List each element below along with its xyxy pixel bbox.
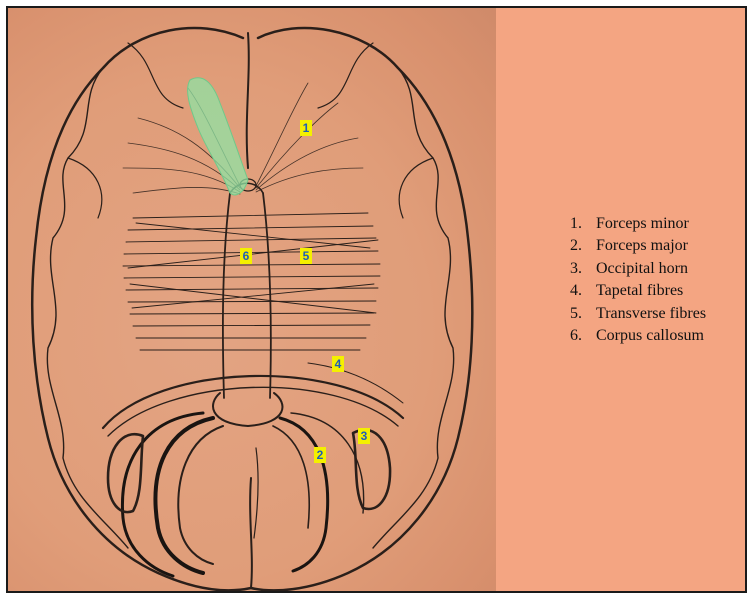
brain-outline (32, 28, 472, 590)
legend-item-5: 5.Transverse fibres (570, 303, 706, 325)
gyri-right (373, 68, 454, 548)
legend-item-6: 6.Corpus callosum (570, 325, 706, 347)
figure-frame: 1 2 3 4 5 6 1.Forceps minor 2.Forceps ma… (6, 6, 747, 593)
marker-3: 3 (358, 428, 370, 444)
transverse-fibres (123, 213, 380, 350)
legend-item-3: 3.Occipital horn (570, 258, 706, 280)
marker-2: 2 (314, 447, 326, 463)
brain-drawing (8, 8, 496, 593)
marker-4: 4 (332, 356, 344, 372)
legend: 1.Forceps minor 2.Forceps major 3.Occipi… (570, 213, 706, 347)
gyri-left (47, 68, 128, 548)
forceps-major-right (280, 418, 328, 571)
marker-1: 1 (300, 120, 312, 136)
legend-item-1: 1.Forceps minor (570, 213, 706, 235)
longitudinal-fissure (247, 33, 252, 588)
marker-6: 6 (240, 248, 252, 264)
tract-highlight (188, 78, 248, 195)
forceps-major-left (155, 418, 213, 573)
tapetal-fibres (103, 376, 403, 428)
legend-item-2: 2.Forceps major (570, 235, 706, 257)
marker-5: 5 (300, 248, 312, 264)
legend-item-4: 4.Tapetal fibres (570, 280, 706, 302)
